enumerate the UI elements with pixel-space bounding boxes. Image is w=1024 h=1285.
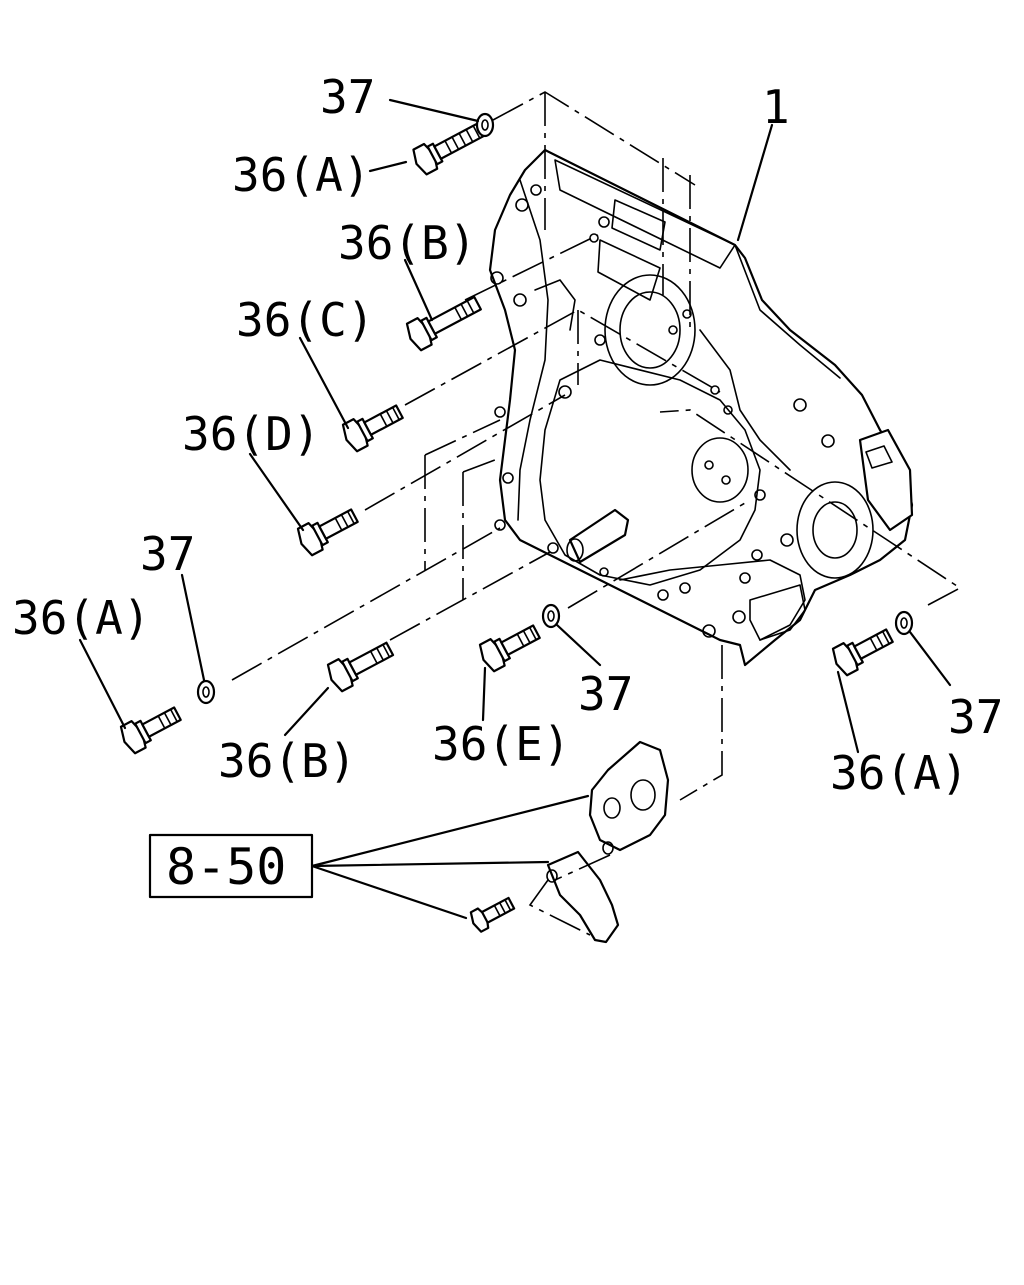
label-bolt-c: 36(C) <box>236 293 374 347</box>
label-bolt-left-a: 36(A) <box>12 591 150 645</box>
label-bolt-right-a: 36(A) <box>830 746 968 800</box>
bolt-top-a-icon <box>412 121 487 176</box>
label-bolt-d: 36(D) <box>182 407 320 461</box>
label-bolt-e: 36(E) <box>432 717 570 771</box>
bolt-left-a-icon <box>119 706 182 755</box>
bolt-top-b-icon <box>405 295 482 352</box>
reference-box[interactable]: 8-50 <box>148 833 314 899</box>
label-washer-mid: 37 <box>578 667 633 721</box>
reference-lines <box>231 91 962 801</box>
bolt-bottom-b-icon <box>326 641 395 693</box>
label-washer-top: 37 <box>320 70 375 124</box>
bolt-right-a-icon <box>831 628 894 677</box>
bolt-e-icon <box>478 624 541 673</box>
label-bolt-bottom-b: 36(B) <box>218 734 356 788</box>
label-housing: 1 <box>762 80 790 134</box>
washer-mid-icon <box>541 603 561 629</box>
flywheel-housing <box>488 148 914 667</box>
label-washer-left: 37 <box>140 527 195 581</box>
leader-lines <box>78 98 952 920</box>
washer-right-icon <box>894 610 914 636</box>
bracket-assembly <box>469 740 670 944</box>
bolt-c-icon <box>341 404 404 453</box>
reference-box-label: 8-50 <box>166 838 286 896</box>
label-bolt-top-a: 36(A) <box>232 148 370 202</box>
washer-left-icon <box>196 679 216 705</box>
label-bolt-top-b: 36(B) <box>338 216 476 270</box>
bolt-d-icon <box>296 508 359 557</box>
callouts: 37 1 36(A) 36(B) 36(C) 36(D) 37 36(A) 36… <box>12 70 1003 800</box>
washer-top-icon <box>475 112 495 138</box>
label-washer-right: 37 <box>948 690 1003 744</box>
